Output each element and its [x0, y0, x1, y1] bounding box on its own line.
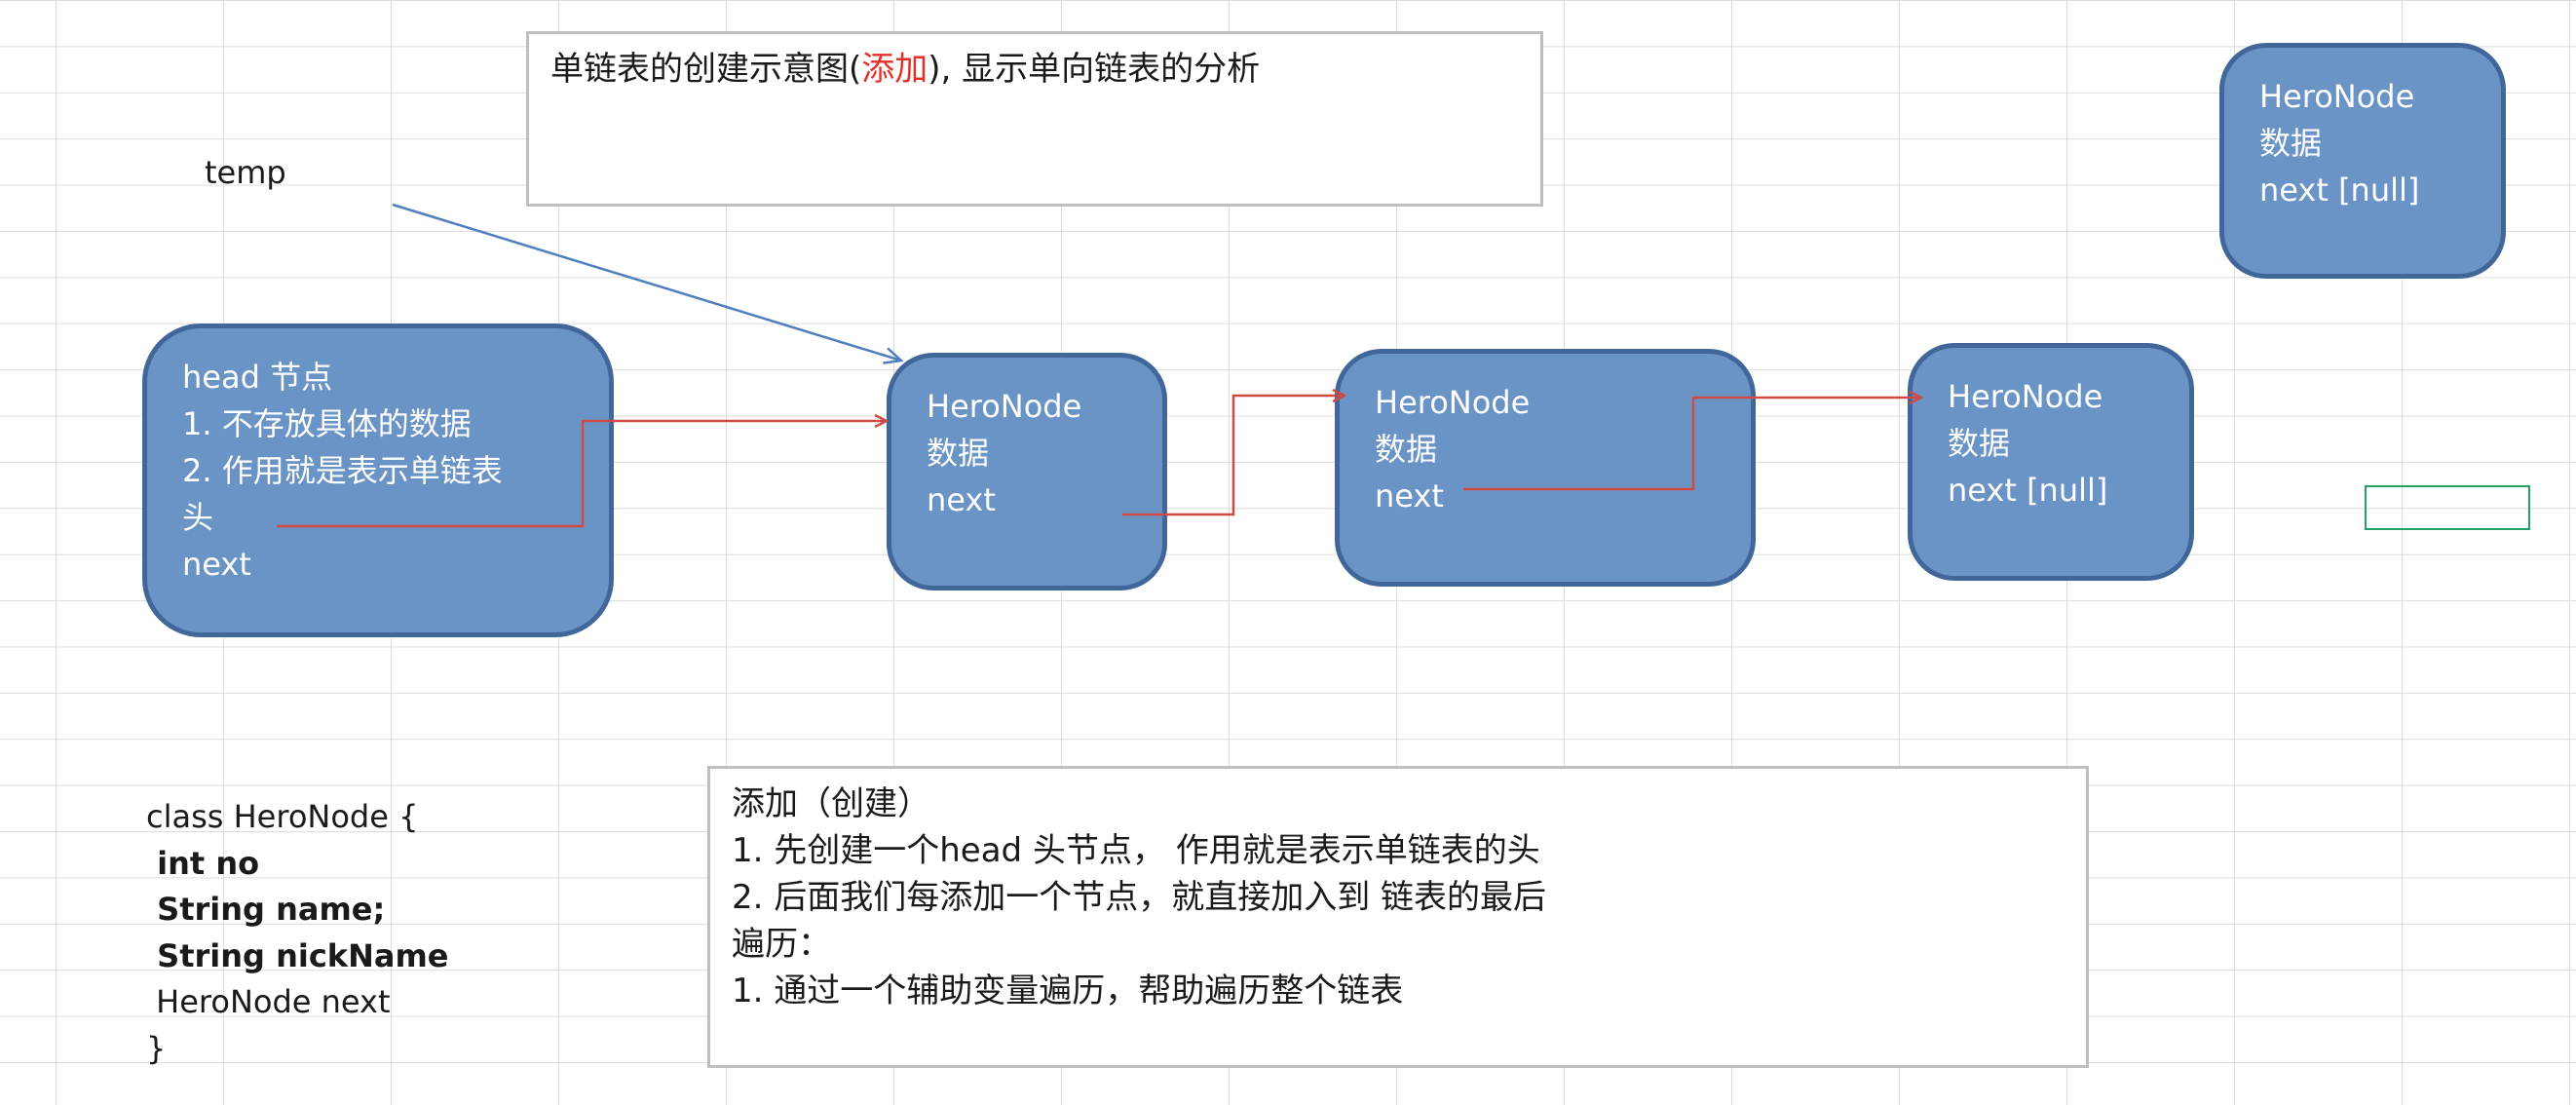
class-definition: class HeroNode { int no String name; Str…: [146, 794, 448, 1072]
hero-node-name: HeroNode: [2259, 78, 2415, 115]
hero-node-name: HeroNode: [1375, 384, 1531, 421]
description-box: 添加（创建） 1. 先创建一个head 头节点， 作用就是表示单链表的头 2. …: [707, 766, 2089, 1068]
hero-node-next: next: [927, 481, 996, 518]
head-node-next: next: [182, 546, 251, 583]
hero-node-next: next [null]: [2259, 171, 2420, 209]
desc-line-5: 1. 通过一个辅助变量遍历，帮助遍历整个链表: [732, 972, 1404, 1010]
new-hero-node: HeroNode 数据 next [null]: [2219, 43, 2506, 279]
hero-node-2: HeroNode 数据 next: [1335, 349, 1756, 587]
hero-node-data: 数据: [1375, 431, 1438, 468]
title-highlight: 添加: [861, 50, 928, 89]
hero-node-data: 数据: [1948, 425, 2011, 462]
link-head-to-node1: [277, 421, 887, 528]
title-text: 单链表的创建示意图(添加), 显示单向链表的分析: [550, 50, 1261, 89]
hero-node-data: 数据: [2259, 125, 2323, 162]
head-node-desc-2: 2. 作用就是表示单链表: [182, 452, 503, 489]
code-line-4: String nickName: [146, 936, 449, 974]
hero-node-name: HeroNode: [927, 388, 1082, 425]
hero-node-next: next: [1375, 477, 1444, 514]
desc-line-2: 1. 先创建一个head 头节点， 作用就是表示单链表的头: [732, 831, 1540, 870]
link-node2-to-node3: [1463, 398, 1921, 491]
hero-node-3: HeroNode 数据 next [null]: [1908, 343, 2194, 581]
code-line-6: }: [146, 1029, 167, 1067]
hero-node-name: HeroNode: [1948, 378, 2103, 415]
hero-node-next: next [null]: [1948, 472, 2108, 509]
head-node-desc-1: 1. 不存放具体的数据: [182, 405, 472, 442]
code-line-5: HeroNode next: [146, 983, 391, 1020]
link-node1-to-node2: [1122, 396, 1345, 516]
temp-pointer-arrow: [392, 203, 901, 361]
head-node: head 节点 1. 不存放具体的数据 2. 作用就是表示单链表 头 next: [142, 324, 614, 637]
head-node-title: head 节点: [182, 359, 333, 396]
desc-line-3: 2. 后面我们每添加一个节点，就直接加入到 链表的最后: [732, 878, 1547, 917]
code-line-2: int no: [146, 844, 260, 882]
code-line-3: String name;: [146, 891, 386, 928]
selected-cell[interactable]: [2365, 485, 2530, 530]
code-line-1: class HeroNode {: [146, 798, 419, 835]
desc-line-4: 遍历：: [732, 925, 831, 964]
hero-node-1: HeroNode 数据 next: [887, 353, 1167, 591]
temp-label: temp: [205, 154, 286, 191]
hero-node-data: 数据: [927, 435, 990, 472]
title-box: 单链表的创建示意图(添加), 显示单向链表的分析: [526, 31, 1543, 207]
head-node-desc-3: 头: [182, 499, 214, 536]
desc-line-1: 添加（创建）: [732, 784, 930, 823]
